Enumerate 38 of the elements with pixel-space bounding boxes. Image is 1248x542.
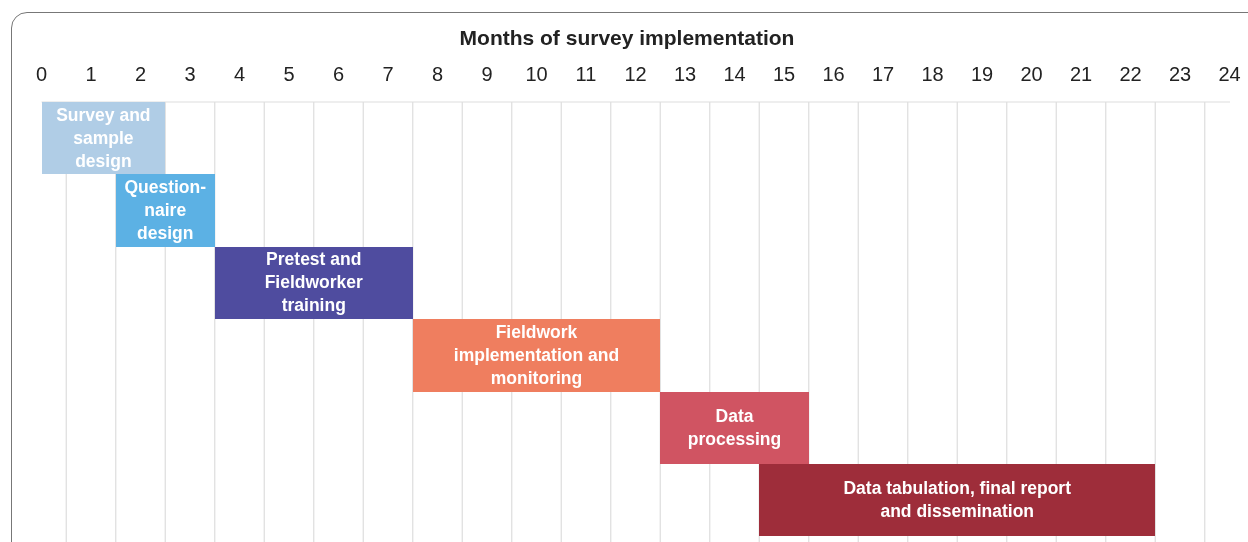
month-tick-label: 19: [969, 63, 995, 86]
month-tick-label: 0: [34, 63, 49, 86]
task-label: Fieldwork implementation and monitoring: [452, 320, 621, 390]
month-tick-label: 15: [771, 63, 797, 86]
month-tick-label: 9: [480, 63, 494, 86]
month-tick-label: 20: [1019, 63, 1044, 86]
task-label: Survey and sample design: [55, 103, 152, 173]
chart-title: Months of survey implementation: [458, 26, 796, 50]
task-bar: [115, 174, 215, 247]
month-tick-label: 17: [870, 63, 896, 86]
month-tick-label: 6: [331, 63, 346, 86]
task-label: Data processing: [686, 404, 783, 451]
month-tick-label: 23: [1167, 63, 1193, 86]
month-tick-label: 12: [623, 63, 648, 86]
task-label: Data tabulation, final report and dissemination: [842, 477, 1072, 524]
month-tick-label: 3: [183, 63, 197, 86]
task-bar: [412, 319, 661, 392]
task-bar: [214, 246, 413, 320]
task-bar: [759, 464, 1156, 537]
month-tick-label: 13: [672, 63, 698, 86]
month-tick-label: 14: [722, 63, 747, 86]
month-tick-label: 7: [381, 63, 395, 86]
month-tick-label: 10: [524, 63, 549, 86]
month-tick-label: 11: [574, 63, 598, 86]
task-bar: [41, 102, 166, 175]
month-tick-label: 16: [821, 63, 846, 86]
month-tick-label: 22: [1118, 63, 1143, 86]
month-tick-label: 18: [920, 63, 945, 86]
month-tick-label: 24: [1217, 63, 1242, 86]
task-label: Pretest and Fieldworker training: [263, 248, 364, 318]
month-tick-label: 5: [282, 63, 296, 86]
month-tick-label: 1: [84, 63, 98, 86]
month-tick-label: 21: [1068, 63, 1094, 86]
task-bar: [660, 391, 809, 464]
month-tick-label: 8: [430, 63, 445, 86]
month-tick-label: 4: [232, 63, 247, 86]
month-tick-label: 2: [133, 63, 148, 86]
task-label: Question-naire design: [123, 176, 208, 246]
